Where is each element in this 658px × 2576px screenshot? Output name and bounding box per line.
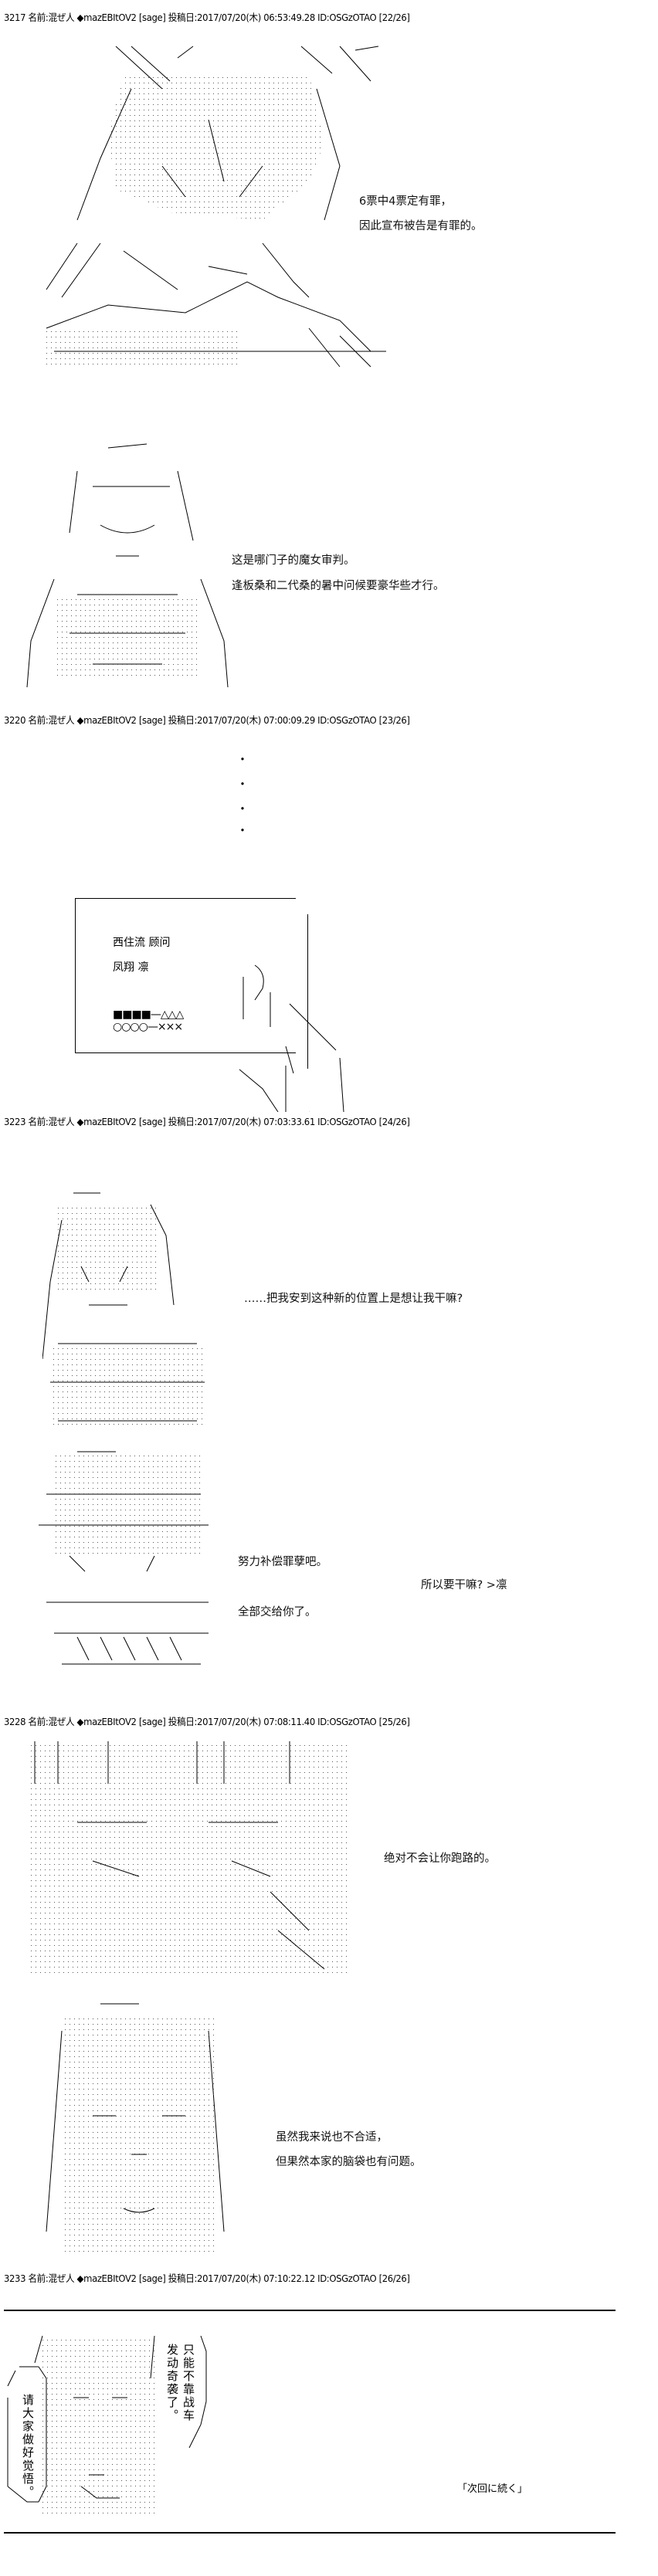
post-header: 3228 名前:混ぜ人 ◆mazEBItOV2 [sage] 投稿日:2017/… bbox=[4, 1716, 410, 1727]
post-header: 3233 名前:混ぜ人 ◆mazEBItOV2 [sage] 投稿日:2017/… bbox=[4, 2273, 410, 2284]
speech-bubble-left: 请大家做好觉悟。 bbox=[21, 2394, 35, 2499]
sign-marks-row2: ○○○○—××× bbox=[113, 1021, 183, 1033]
dialogue-line: 虽然我来说也不合适， bbox=[276, 2131, 388, 2144]
ascii-art-verdict-girl bbox=[31, 42, 386, 375]
dialogue-line: 所以要干嘛? >凛 bbox=[421, 1579, 507, 1591]
dialogue-line: 绝对不会让你跑路的。 bbox=[384, 1852, 496, 1865]
ellipsis-dot: ・ bbox=[236, 752, 249, 767]
dialogue-line: 但果然本家的脑袋也有问题。 bbox=[276, 2156, 422, 2168]
ascii-art-final-scene bbox=[4, 2332, 209, 2517]
sign-name: 凤翔 凛 bbox=[113, 961, 149, 974]
divider-line bbox=[4, 2310, 616, 2311]
dialogue-line: 因此宣布被告是有罪的。 bbox=[359, 220, 483, 232]
post-header: 3220 名前:混ぜ人 ◆mazEBItOV2 [sage] 投稿日:2017/… bbox=[4, 714, 410, 726]
dialogue-line: 努力补偿罪孽吧。 bbox=[238, 1556, 327, 1568]
post-header: 3223 名前:混ぜ人 ◆mazEBItOV2 [sage] 投稿日:2017/… bbox=[4, 1116, 410, 1127]
speech-line: 发动奇袭了。 bbox=[165, 2344, 179, 2422]
ellipsis-dot: ・ bbox=[236, 802, 249, 816]
ascii-art-girl-hat bbox=[31, 1448, 216, 1695]
dialogue-line: 全部交给你了。 bbox=[238, 1606, 317, 1618]
ascii-art-closeup bbox=[15, 1737, 348, 1977]
dialogue-line: 逢板桑和二代桑的暑中问候要豪华些才行。 bbox=[232, 580, 445, 592]
sign-title: 西住流 顾问 bbox=[113, 937, 171, 949]
dialogue-line: 6票中4票定有罪， bbox=[359, 195, 452, 208]
dialogue-line: ……把我安到这种新的位置上是想让我干嘛? bbox=[244, 1293, 463, 1305]
ellipsis-dot: ・ bbox=[236, 823, 249, 838]
nameplate-sign bbox=[75, 898, 308, 1069]
dialogue-line: 这是哪门子的魔女审判。 bbox=[232, 554, 355, 567]
speech-line: 只能不靠战车 bbox=[181, 2344, 195, 2422]
divider-line bbox=[4, 2532, 616, 2534]
sign-marks-row1: ■■■■—△△△ bbox=[113, 1008, 184, 1021]
ascii-art-rin bbox=[42, 1189, 216, 1444]
ascii-art-girl-3 bbox=[31, 2000, 239, 2262]
ascii-art-girl-2 bbox=[23, 440, 232, 695]
speech-bubble-right: 只能不靠战车 发动奇袭了。 bbox=[164, 2344, 197, 2422]
ascii-art-sign-holder bbox=[209, 958, 386, 1112]
post-header: 3217 名前:混ぜ人 ◆mazEBItOV2 [sage] 投稿日:2017/… bbox=[4, 12, 410, 23]
to-be-continued: 「次回に続く」 bbox=[457, 2483, 528, 2495]
ellipsis-dot: ・ bbox=[236, 777, 249, 791]
